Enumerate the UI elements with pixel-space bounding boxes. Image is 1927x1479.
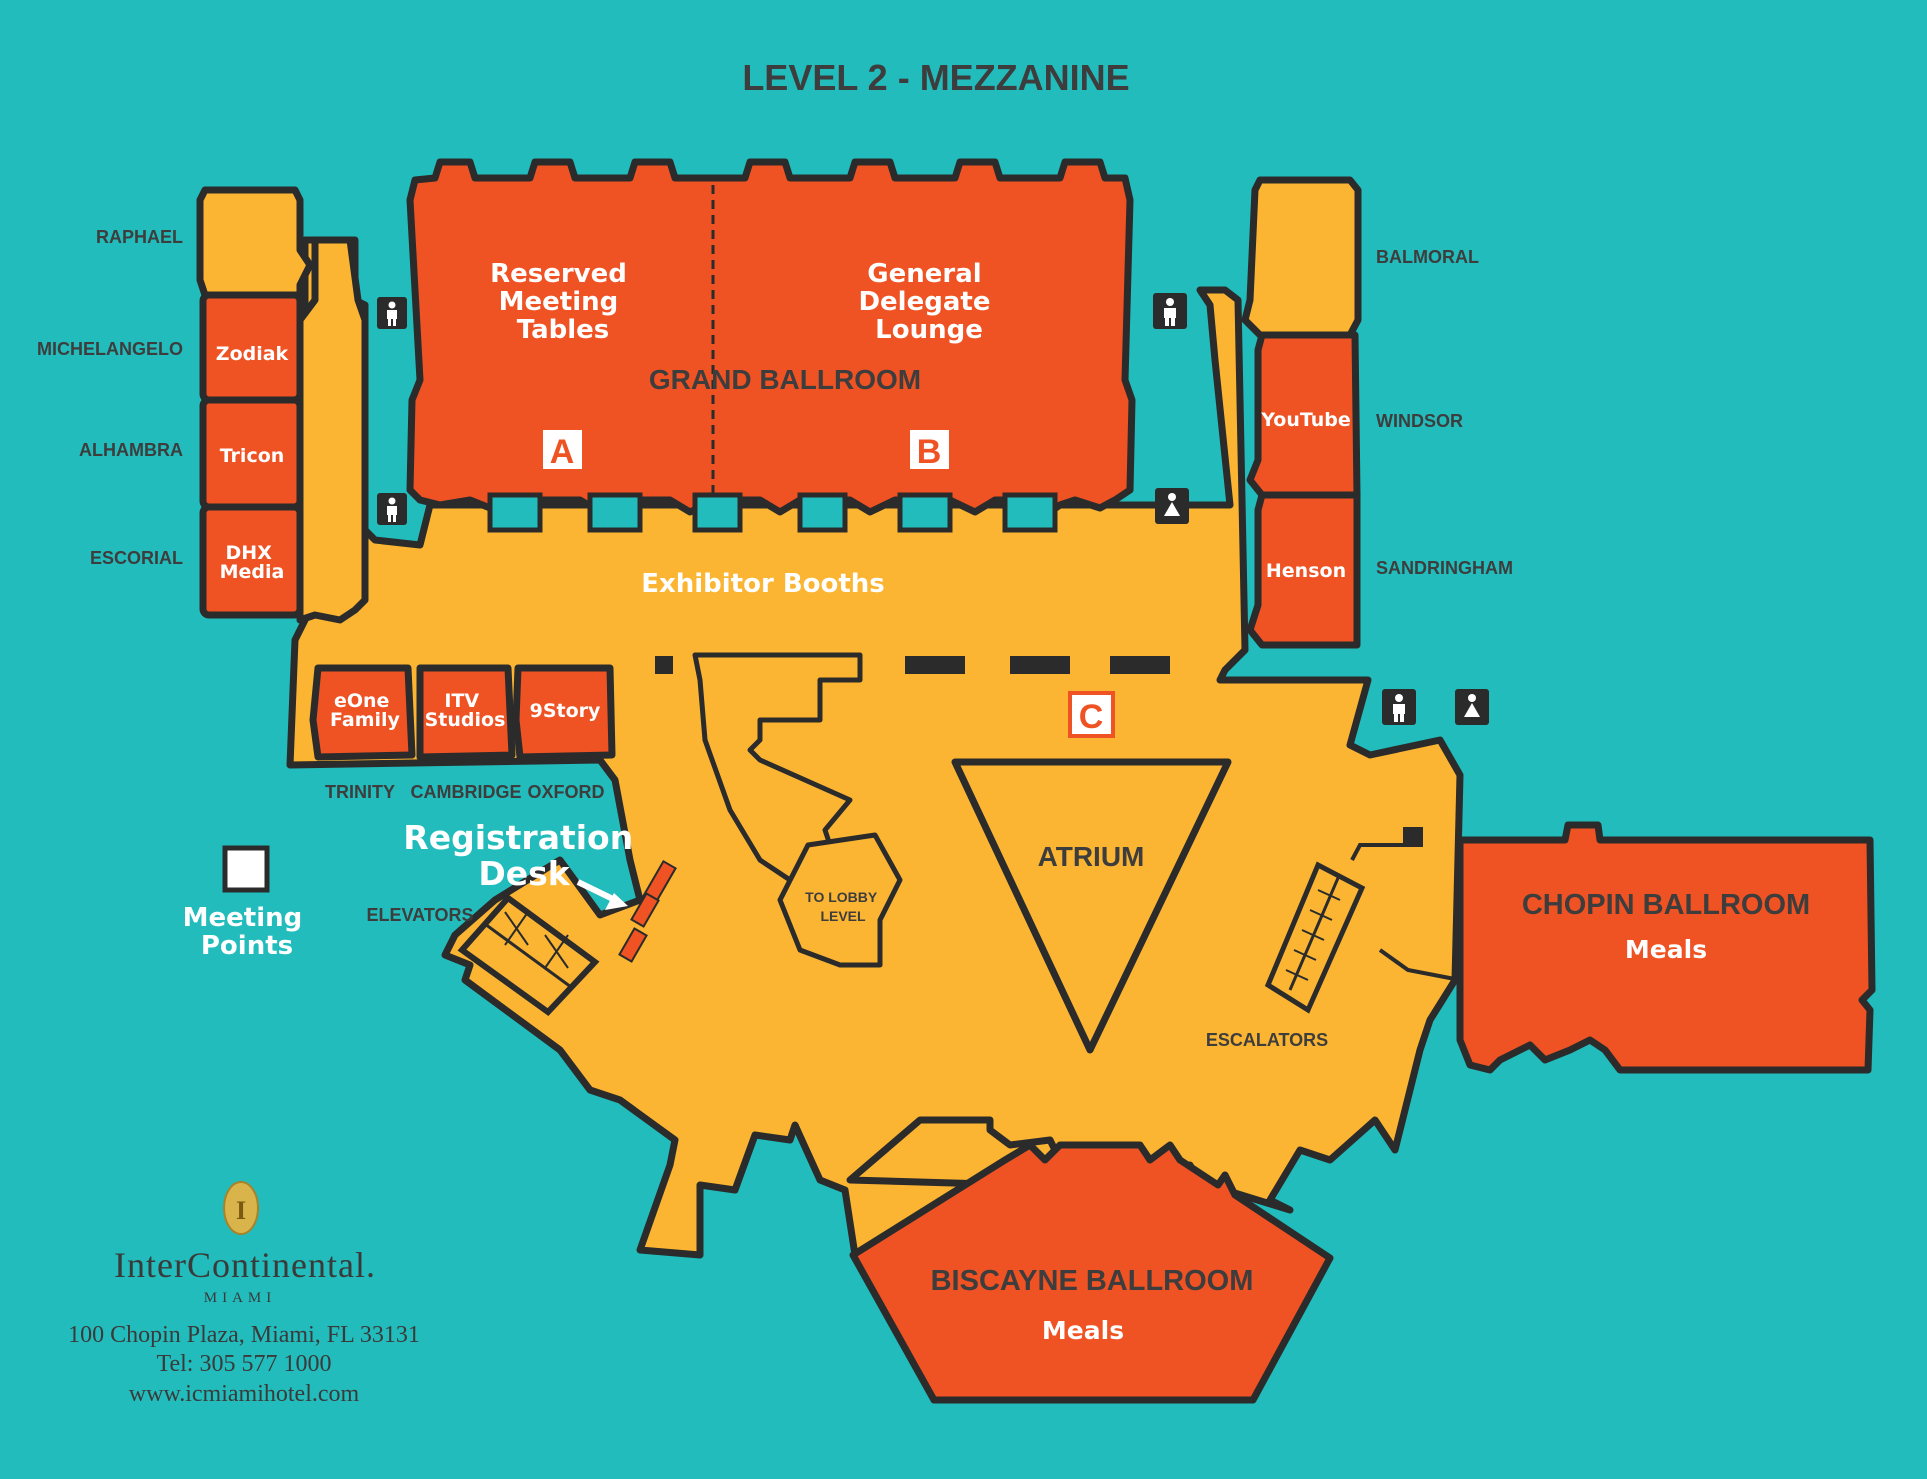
restroom-men-icon [1382, 689, 1416, 725]
youtube-label: YouTube [1260, 409, 1350, 431]
exhibitor-booths-label: Exhibitor Booths [641, 569, 885, 599]
hotel-website[interactable]: www.icmiamihotel.com [129, 1381, 360, 1407]
room-raphael[interactable] [196, 186, 314, 299]
legend-meeting-point-swatch [222, 845, 270, 893]
hotel-city: MIAMI [204, 1290, 277, 1306]
biscayne-meals-label: Meals [1042, 1316, 1124, 1345]
sandringham-label: SANDRINGHAM [1376, 558, 1513, 578]
intercontinental-logo-icon: I [223, 1181, 259, 1235]
restroom-men-icon [1153, 293, 1187, 329]
general-delegate-lounge-label: General Delegate Lounge [858, 259, 999, 345]
svg-text:I: I [236, 1196, 246, 1225]
restroom-women-icon [1155, 488, 1189, 524]
to-lobby-level-label: TO LOBBY LEVEL [805, 889, 881, 924]
atrium-label: ATRIUM [1038, 841, 1145, 872]
reserved-meeting-tables-label: Reserved Meeting Tables [490, 259, 636, 345]
dhx-media-label: DHX Media [220, 542, 285, 583]
legend: Meeting Points [183, 845, 312, 961]
zodiak-label: Zodiak [216, 343, 289, 365]
svg-text:B: B [917, 433, 942, 471]
henson-label: Henson [1266, 560, 1346, 582]
restrooms [377, 293, 1489, 725]
9story-label: 9Story [530, 700, 601, 722]
restroom-women-icon [1455, 689, 1489, 725]
svg-text:A: A [550, 433, 575, 471]
core-structures [692, 652, 903, 968]
room-oxford[interactable] [512, 664, 616, 761]
room-trinity[interactable] [309, 664, 416, 761]
registration-desk[interactable] [576, 859, 677, 963]
room-balmoral[interactable] [1241, 176, 1362, 339]
elevators-label: ELEVATORS [366, 905, 473, 925]
itv-studios-label: ITV Studios [425, 690, 506, 731]
registration-desk-label: Registration Desk [403, 818, 644, 893]
trinity-label: TRINITY [325, 782, 395, 802]
tricon-label: Tricon [220, 445, 285, 467]
chopin-ballroom[interactable] [1456, 821, 1876, 1074]
cambridge-label: CAMBRIDGE [411, 782, 522, 802]
room-windsor[interactable] [1246, 331, 1361, 499]
balmoral-label: BALMORAL [1376, 247, 1479, 267]
hotel-branding: I InterContinental. MIAMI 100 Chopin Pla… [68, 1181, 420, 1407]
room-sandringham[interactable] [1246, 491, 1361, 649]
arrow-icon [576, 879, 617, 903]
left-wing [196, 186, 369, 624]
escorial-label: ESCORIAL [90, 548, 183, 568]
michelangelo-label: MICHELANGELO [37, 339, 183, 359]
legend-meeting-points-label: Meeting Points [183, 903, 312, 961]
meeting-point-b[interactable]: B [906, 426, 953, 473]
hotel-tel: Tel: 305 577 1000 [157, 1351, 332, 1377]
oxford-label: OXFORD [527, 782, 604, 802]
meeting-point-a[interactable]: A [539, 426, 586, 473]
bottom-left-rooms [309, 664, 616, 761]
meeting-point-c[interactable]: C [1068, 691, 1115, 738]
elevators[interactable] [457, 893, 600, 1016]
escalators[interactable] [1264, 827, 1461, 1014]
grand-ballroom[interactable] [406, 158, 1136, 533]
escalators-label: ESCALATORS [1206, 1030, 1328, 1050]
restroom-men-icon [377, 493, 407, 525]
atrium[interactable] [951, 758, 1232, 1054]
hotel-address: 100 Chopin Plaza, Miami, FL 33131 [68, 1322, 420, 1348]
alhambra-label: ALHAMBRA [79, 440, 183, 460]
room-cambridge[interactable] [416, 664, 516, 761]
grand-ballroom-label: GRAND BALLROOM [649, 364, 921, 395]
hotel-name: InterContinental. [114, 1245, 376, 1285]
svg-text:C: C [1079, 698, 1104, 736]
right-wing [1241, 176, 1362, 649]
booth-divider [655, 656, 1170, 674]
windsor-label: WINDSOR [1376, 411, 1463, 431]
restroom-men-icon [377, 297, 407, 329]
map-title: LEVEL 2 - MEZZANINE [742, 57, 1129, 98]
eone-family-label: eOne Family [330, 690, 401, 731]
chopin-ballroom-label: CHOPIN BALLROOM [1522, 889, 1810, 921]
biscayne-ballroom[interactable] [849, 1141, 1334, 1404]
biscayne-ballroom-label: BISCAYNE BALLROOM [931, 1265, 1254, 1297]
chopin-meals-label: Meals [1625, 935, 1707, 964]
raphael-label: RAPHAEL [96, 227, 183, 247]
